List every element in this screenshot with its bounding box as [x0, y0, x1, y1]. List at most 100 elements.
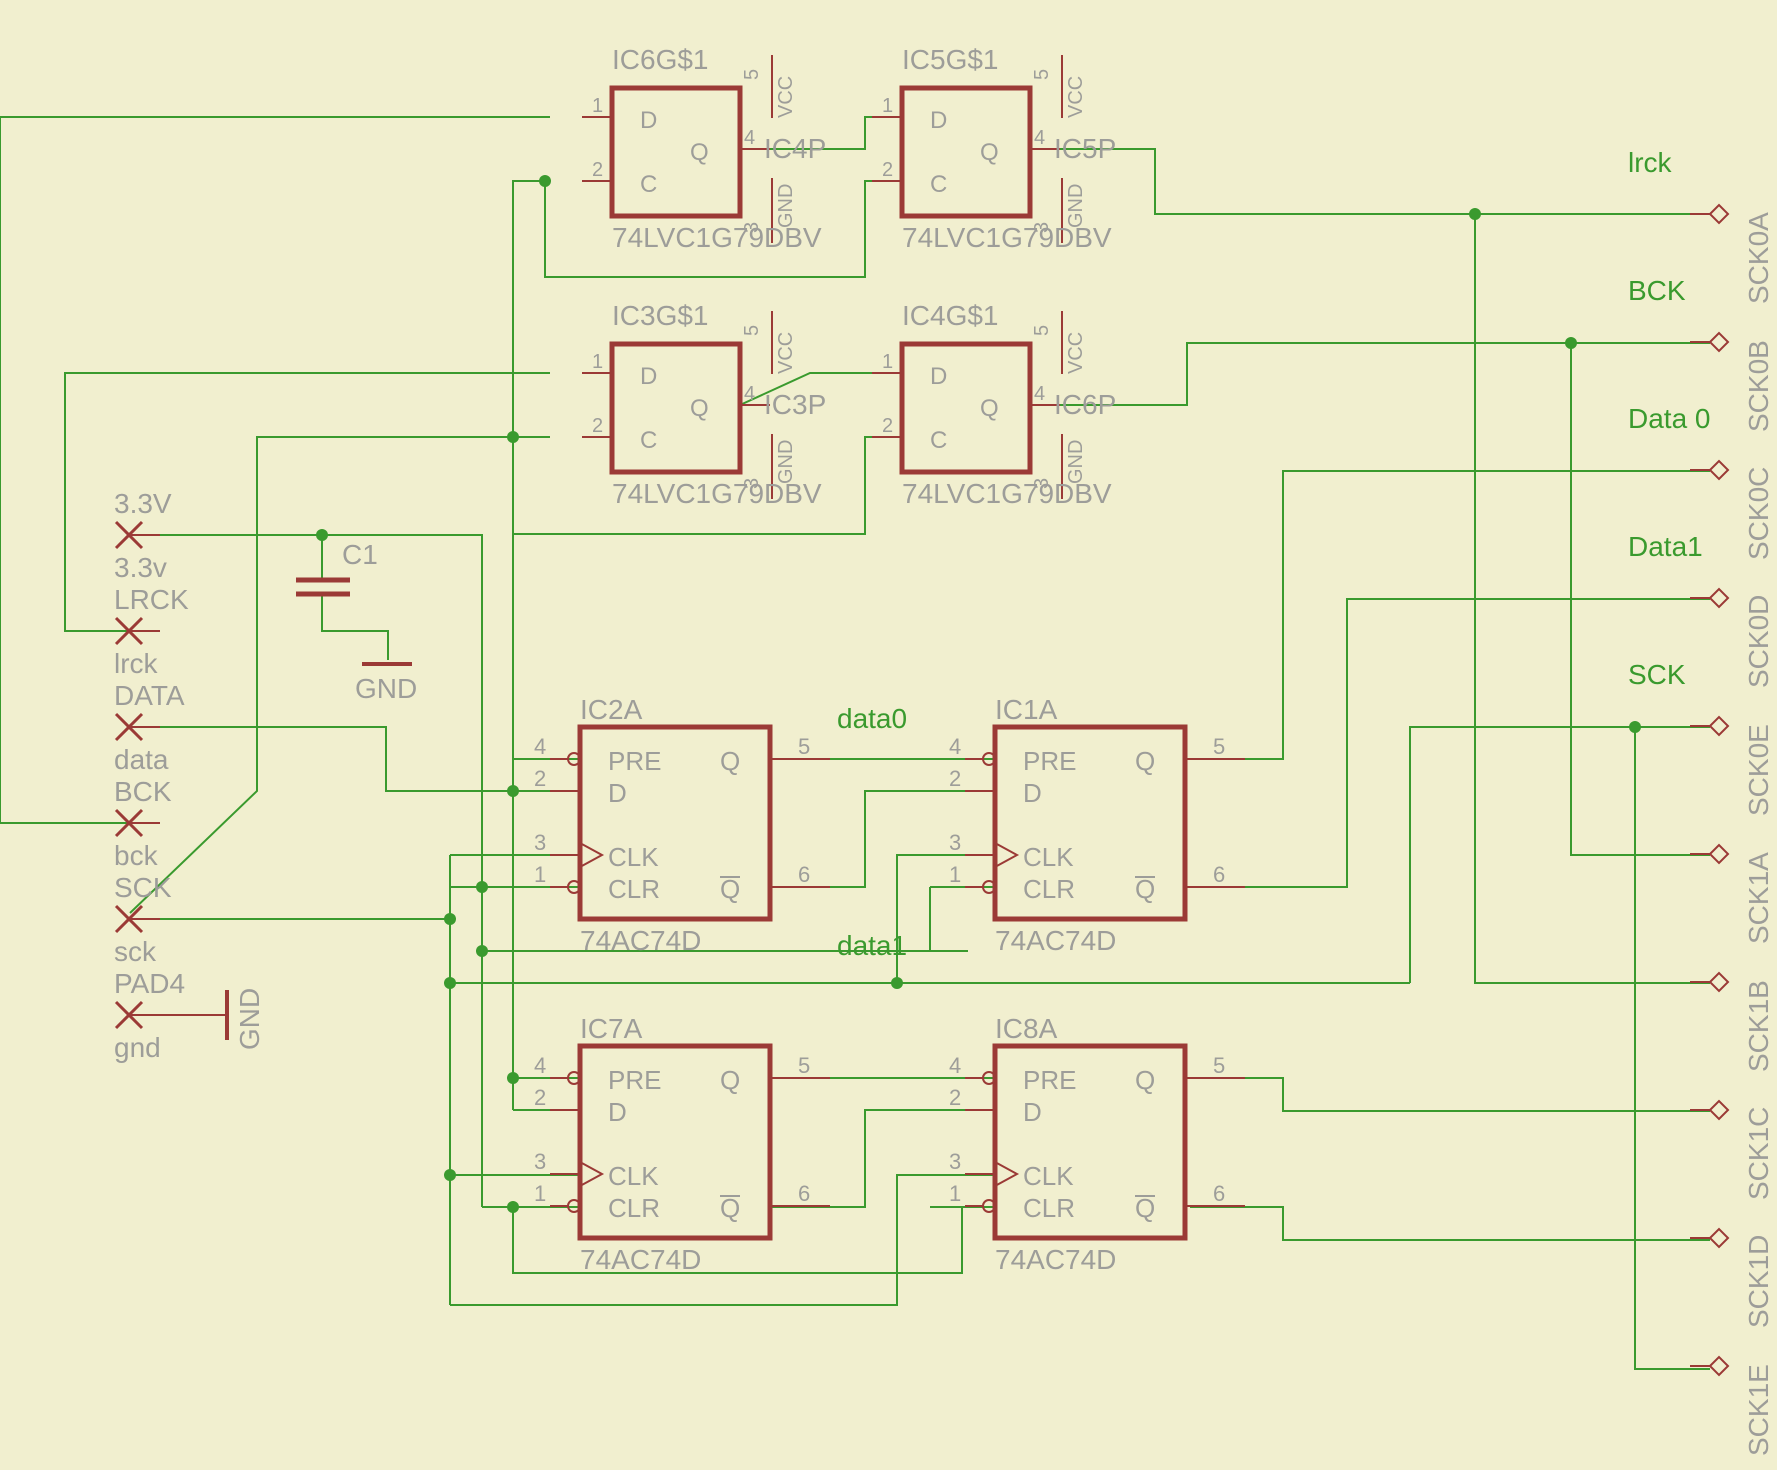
ff-gnd: GND	[1065, 440, 1087, 484]
ff-pin1: 1	[592, 351, 603, 373]
connector-SCK1A: SCK1A	[1690, 843, 1774, 944]
connector-label: SCK0B	[1743, 340, 1774, 432]
ff-pin-q: Q	[690, 395, 709, 422]
ff-pin3: 3	[1031, 478, 1053, 489]
wires	[0, 116, 1710, 1370]
ac74-flipflops: IC2A74AC74DPREDCLKCLRQQ423156IC1A74AC74D…	[534, 694, 1245, 1275]
dff-pin-q: Q	[720, 1065, 740, 1095]
pad4-gnd-label: GND	[234, 988, 265, 1050]
pad-name: SCK	[114, 872, 172, 903]
ff-vcc: VCC	[775, 76, 797, 118]
ff-vcc: VCC	[1065, 76, 1087, 118]
dff-pin-q: Q	[720, 746, 740, 776]
wire-3v3	[143, 534, 580, 888]
connector-SCK0A: SCK0A	[1690, 203, 1774, 304]
dff-n1: 1	[949, 862, 961, 887]
dff-body	[577, 1043, 773, 1241]
dff-n4: 4	[949, 734, 961, 759]
dff-pin-d: D	[1023, 1097, 1042, 1127]
pad-value: lrck	[114, 648, 159, 679]
pad-name: BCK	[114, 776, 172, 807]
ff-pin2: 2	[592, 415, 603, 437]
ff-pin-d: D	[640, 363, 657, 390]
dff-pin-qn: Q	[1135, 874, 1155, 904]
dff-pin-pre: PRE	[1023, 746, 1076, 776]
dff-pin-pre: PRE	[1023, 1065, 1076, 1095]
dff-n1: 1	[534, 862, 546, 887]
dff-n2: 2	[534, 766, 546, 791]
ff-gnd: GND	[1065, 184, 1087, 228]
dff-pin-pre: PRE	[608, 1065, 661, 1095]
ff-vcc: VCC	[1065, 332, 1087, 374]
dff-pin-d: D	[608, 1097, 627, 1127]
dff-pin-d: D	[1023, 778, 1042, 808]
ff-pin-c: C	[640, 171, 657, 198]
connector-SCK1E: SCK1E	[1690, 1355, 1774, 1456]
ff-out-net: IC5P	[1054, 133, 1116, 164]
out-label-0: lrck	[1628, 147, 1673, 178]
dff-n2: 2	[949, 766, 961, 791]
dff-pin-clr: CLR	[608, 874, 660, 904]
dff-n4: 4	[534, 1053, 546, 1078]
ff-pin2: 2	[882, 415, 893, 437]
dff-n1: 1	[534, 1181, 546, 1206]
connector-SCK0E: SCK0E	[1690, 715, 1774, 816]
connector-SCK0C: SCK0C	[1690, 459, 1774, 560]
dff-pin-qn: Q	[1135, 1193, 1155, 1223]
dff-n5: 5	[1213, 1053, 1225, 1078]
ff-pin3: 3	[741, 478, 763, 489]
dff-pin-clr: CLR	[608, 1193, 660, 1223]
dff-name: IC7A	[580, 1013, 643, 1044]
dff-n6: 6	[798, 862, 810, 887]
pad-name: PAD4	[114, 968, 185, 999]
connector-SCK0B: SCK0B	[1690, 331, 1774, 432]
net-label-data1: data1	[837, 930, 907, 961]
net-label-data0: data0	[837, 703, 907, 734]
dff-name: IC1A	[995, 694, 1058, 725]
ff-pin3: 3	[1031, 222, 1053, 233]
dff-pin-clk: CLK	[608, 1161, 659, 1191]
pad4-ground-symbol: GND	[143, 988, 265, 1050]
ff-pin1: 1	[882, 351, 893, 373]
capacitor-c1: C1 GND	[296, 539, 417, 704]
dff-pin-q: Q	[1135, 746, 1155, 776]
dff-n4: 4	[949, 1053, 961, 1078]
ff-pin1: 1	[592, 95, 603, 117]
dff-n6: 6	[798, 1181, 810, 1206]
ff-pin5: 5	[1031, 325, 1053, 336]
dff-n4: 4	[534, 734, 546, 759]
ff-part: 74LVC1G79DBV	[902, 222, 1112, 253]
ff-pin-d: D	[930, 363, 947, 390]
wire-sck-diag	[129, 436, 550, 914]
dff-n5: 5	[798, 734, 810, 759]
dff-n3: 3	[949, 830, 961, 855]
ff-name: IC3G$1	[612, 300, 709, 331]
ff-part: 74LVC1G79DBV	[902, 478, 1112, 509]
wire-lrck-out	[1030, 148, 1710, 215]
ff-out-net: IC4P	[764, 133, 826, 164]
ff-vcc: VCC	[775, 332, 797, 374]
dff-pin-pre: PRE	[608, 746, 661, 776]
connector-label: SCK1E	[1743, 1364, 1774, 1456]
dff-part: 74AC74D	[580, 1244, 701, 1275]
pads: 3.3V3.3vLRCKlrckDATAdataBCKbckSCKsckPAD4…	[114, 488, 189, 1063]
dff-pin-clk: CLK	[608, 842, 659, 872]
ff-pin5: 5	[741, 69, 763, 80]
dff-part: 74AC74D	[995, 1244, 1116, 1275]
ff-pin-d: D	[640, 107, 657, 134]
ff-gnd: GND	[775, 440, 797, 484]
pad-value: data	[114, 744, 169, 775]
ff-body	[899, 341, 1033, 475]
connector-label: SCK0A	[1743, 212, 1774, 304]
ff-out-net: IC6P	[1054, 389, 1116, 420]
ff-pin4: 4	[1034, 383, 1045, 405]
dff-n1: 1	[949, 1181, 961, 1206]
dff-part: 74AC74D	[995, 925, 1116, 956]
